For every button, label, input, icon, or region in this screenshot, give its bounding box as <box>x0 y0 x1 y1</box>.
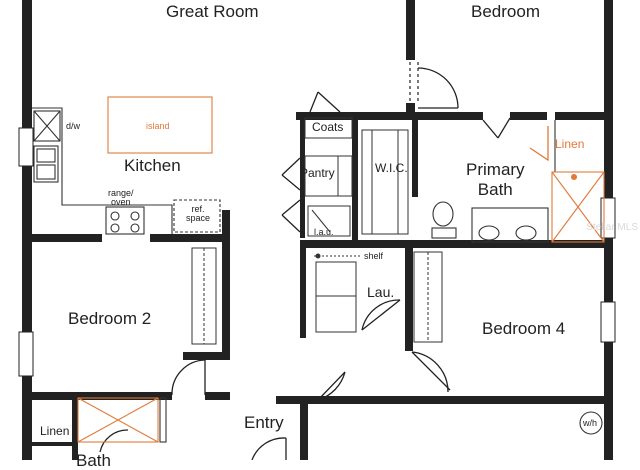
dishwasher-label: d/w <box>66 121 81 131</box>
doors <box>99 67 549 460</box>
water-heater-label: w/h <box>583 418 598 428</box>
kitchen-label: Kitchen <box>124 156 181 175</box>
dashed-openings <box>409 62 419 102</box>
linen-bottom-label: Linen <box>40 424 70 438</box>
kitchen-fixtures <box>32 96 221 235</box>
shelf-label: shelf <box>364 251 384 261</box>
windows <box>18 127 616 377</box>
floor-plan <box>18 0 616 460</box>
great-room-label: Great Room <box>166 2 259 21</box>
primary-bath-label: Primary Bath <box>466 160 525 199</box>
wic-label: W.I.C. <box>375 161 408 175</box>
entry-label: Entry <box>244 413 284 432</box>
coats-label: Coats <box>312 120 344 134</box>
bedroom-4-label: Bedroom 4 <box>482 319 566 338</box>
primary-bath-fixtures <box>431 120 605 243</box>
pantry-label: Pantry <box>300 166 335 180</box>
bedroom-top-label: Bedroom <box>471 2 540 21</box>
lau-small-label: l.a.u. <box>314 227 334 237</box>
island-label: island <box>146 121 170 131</box>
bedroom-2-label: Bedroom 2 <box>68 309 152 328</box>
bath-label: Bath <box>76 451 111 470</box>
ref-space-label: ref. space <box>186 204 211 223</box>
laundry-label: Lau. <box>367 284 395 300</box>
watermark: Stellar MLS <box>586 222 638 233</box>
range-oven-label: range/ oven <box>108 188 134 207</box>
linen-top-label: Linen <box>555 137 585 151</box>
closet-shelving <box>191 117 443 345</box>
bath-fixtures <box>77 397 603 443</box>
